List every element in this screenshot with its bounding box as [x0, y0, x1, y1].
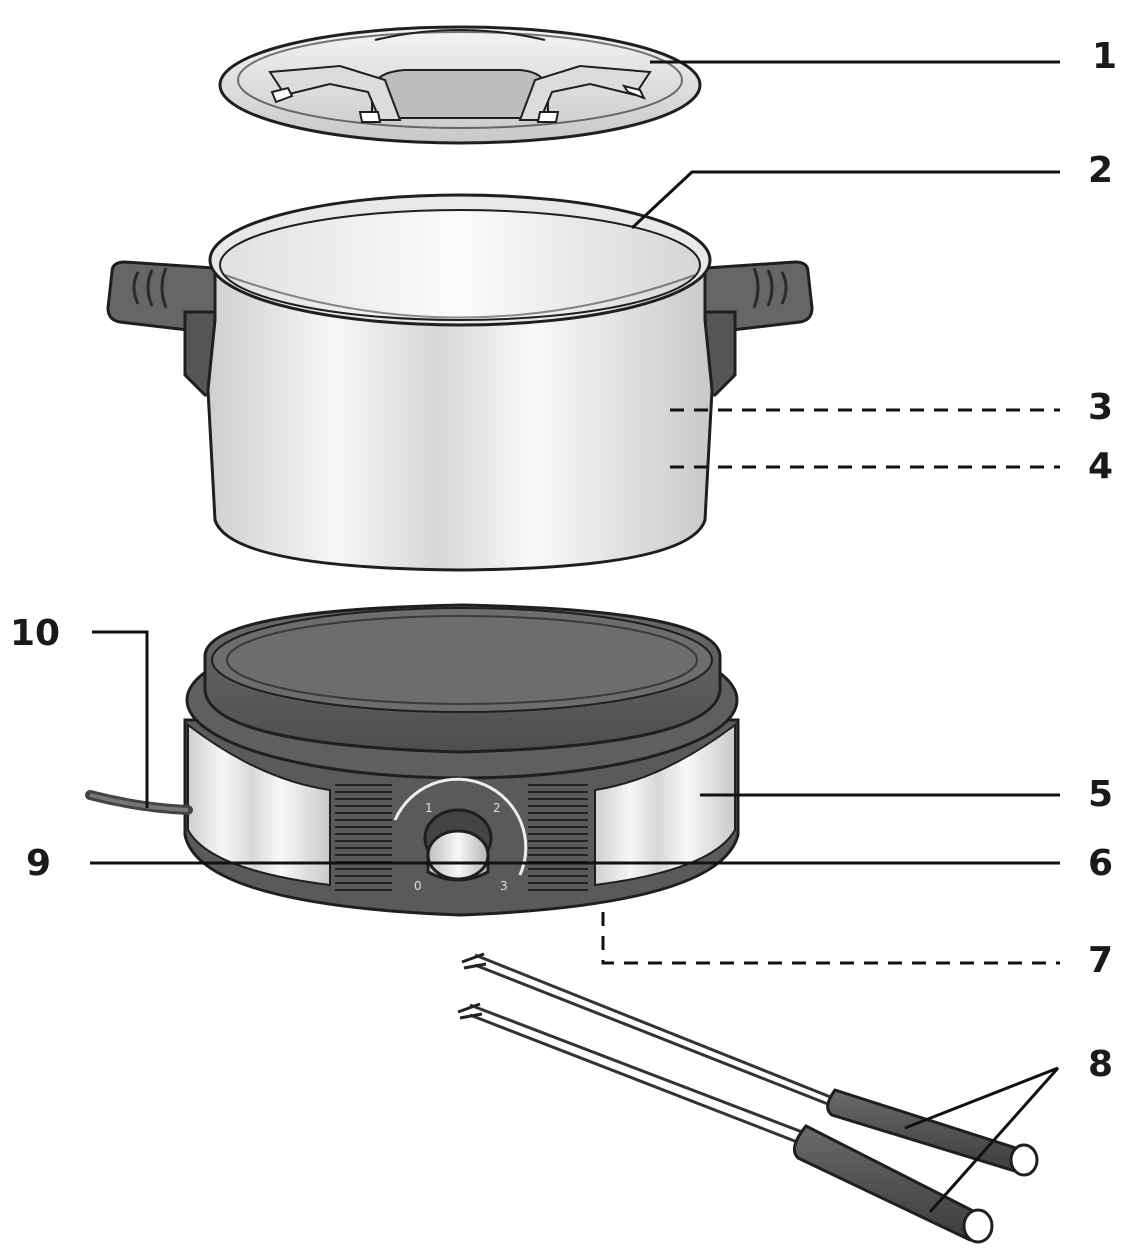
- leader-lines: [90, 60, 1060, 1213]
- knob-scale-0: 0: [414, 879, 422, 893]
- heating-base: 1 2 0 3: [183, 603, 740, 917]
- callout-1: 1: [1092, 36, 1117, 77]
- callout-3: 3: [1088, 387, 1113, 428]
- callout-labels: 1 2 3 4 5 6 7 8 9 10: [10, 36, 1117, 1085]
- callout-7: 7: [1088, 940, 1113, 981]
- knob-scale-3: 3: [500, 879, 508, 893]
- leader-10: [92, 630, 149, 808]
- callout-4: 4: [1088, 446, 1113, 487]
- callout-6: 6: [1088, 843, 1113, 884]
- fondue-forks: [457, 952, 1039, 1244]
- leader-8b: [928, 1067, 1060, 1213]
- callout-8: 8: [1088, 1044, 1113, 1085]
- pot: [106, 193, 814, 572]
- leader-8a: [904, 1066, 1059, 1130]
- control-knob-panel: 1 2 0 3: [393, 777, 528, 893]
- leader-2: [630, 170, 1060, 230]
- callout-2: 2: [1088, 150, 1113, 191]
- fork-ring-lid: [218, 25, 702, 145]
- callout-9: 9: [26, 843, 51, 884]
- callout-5: 5: [1088, 774, 1113, 815]
- leader-7: [601, 912, 1060, 965]
- pot-handle-left: [106, 260, 234, 397]
- knob-scale-1: 1: [425, 801, 433, 815]
- callout-10: 10: [10, 613, 60, 654]
- knob-scale-2: 2: [493, 801, 501, 815]
